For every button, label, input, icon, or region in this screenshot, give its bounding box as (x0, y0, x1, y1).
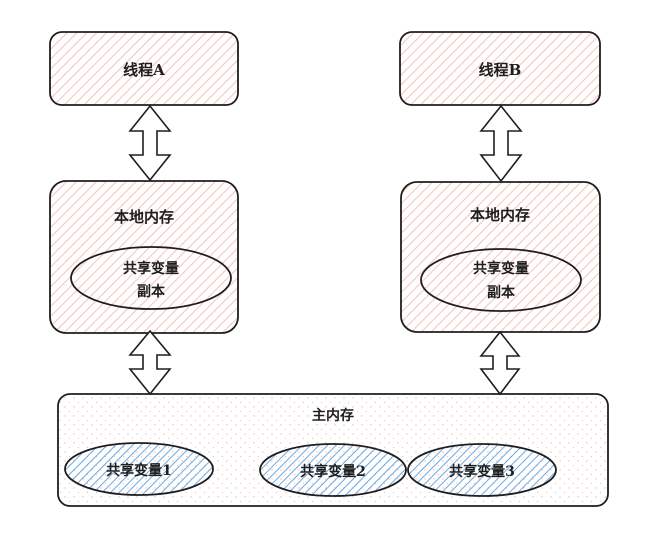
shared-variable-3-label: 共享变量3 (449, 463, 515, 480)
local-memory-a[interactable]: 本地内存 共享变量 副本 (49, 180, 239, 334)
shared-variable-1[interactable]: 共享变量1 (64, 442, 214, 496)
shared-variable-copy-b-line2: 副本 (487, 284, 516, 301)
thread-a-node[interactable]: 线程A (49, 31, 239, 106)
thread-b-box (399, 31, 601, 106)
shared-variable-copy-a-ellipse (70, 246, 232, 310)
shared-variable-1-ellipse (64, 442, 214, 496)
local-memory-a-box (49, 180, 239, 334)
main-memory[interactable]: 主内存 共享变量1 共享变量2 共享变量3 (57, 393, 609, 507)
thread-a-label: 线程A (123, 61, 165, 79)
shared-variable-2-label: 共享变量2 (300, 463, 366, 480)
local-memory-b-box (400, 181, 601, 333)
shared-variable-1-label: 共享变量1 (106, 462, 172, 479)
shared-variable-copy-b-ellipse (420, 248, 582, 312)
double-arrow-icon (128, 329, 172, 396)
shared-variable-copy-a-line1: 共享变量 (123, 260, 179, 277)
local-memory-b[interactable]: 本地内存 共享变量 副本 (400, 181, 601, 333)
local-memory-a-title: 本地内存 (114, 208, 174, 226)
shared-variable-3-ellipse (407, 443, 557, 497)
thread-b-node[interactable]: 线程B (399, 31, 601, 106)
main-memory-title: 主内存 (312, 407, 354, 424)
shared-variable-copy-a-line2: 副本 (137, 283, 166, 300)
double-arrow-icon (479, 330, 521, 396)
double-arrow-icon (128, 104, 172, 182)
thread-a-box (49, 31, 239, 106)
local-memory-b-title: 本地内存 (470, 206, 530, 224)
thread-b-label: 线程B (479, 61, 522, 79)
shared-variable-2-ellipse (259, 443, 407, 497)
shared-variable-3[interactable]: 共享变量3 (407, 443, 557, 497)
shared-variable-2[interactable]: 共享变量2 (259, 443, 407, 497)
double-arrow-icon (479, 104, 523, 183)
shared-variable-copy-b-line1: 共享变量 (473, 260, 529, 277)
